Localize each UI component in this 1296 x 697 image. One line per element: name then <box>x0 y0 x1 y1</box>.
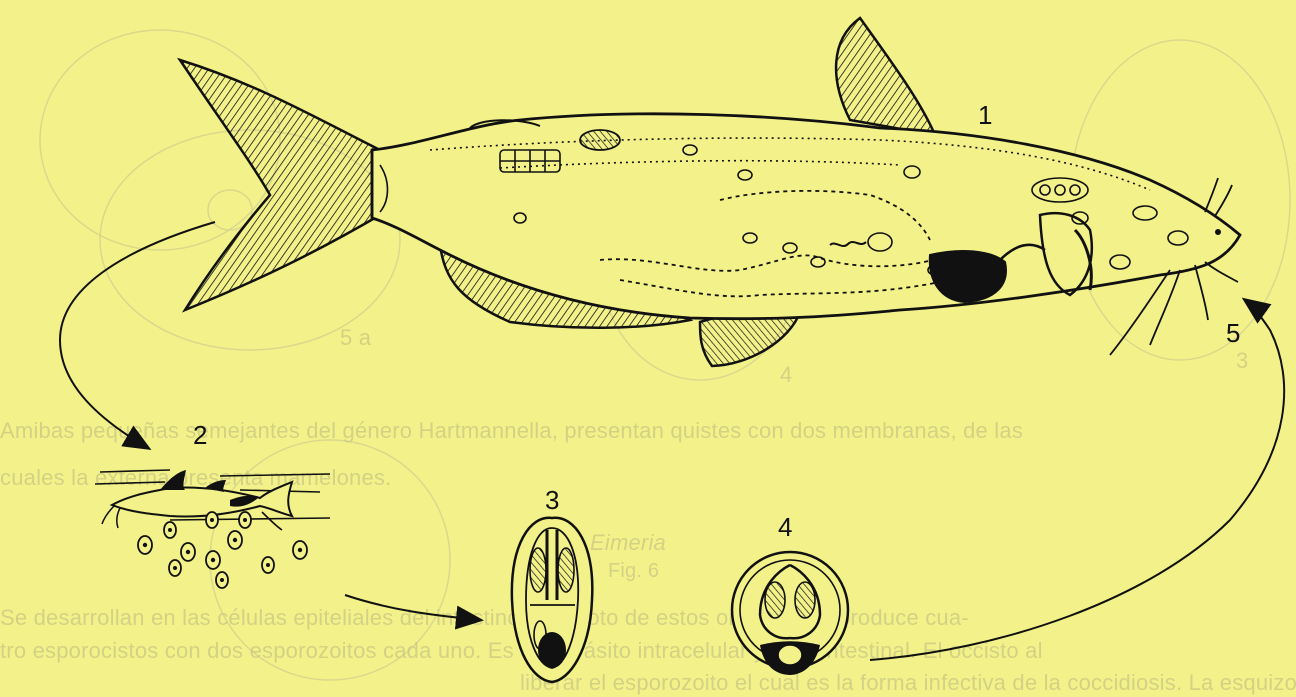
stage-label-1: 1 <box>978 100 992 131</box>
unsporulated-oocyst <box>512 518 592 682</box>
small-fish-with-oocysts <box>95 470 330 588</box>
stage-label-3: 3 <box>545 485 559 516</box>
stage-label-5: 5 <box>1226 318 1240 349</box>
stage-label-4: 4 <box>778 512 792 543</box>
catfish-host <box>180 18 1240 366</box>
stage-label-2: 2 <box>193 420 207 451</box>
sporulated-oocyst <box>732 552 848 675</box>
